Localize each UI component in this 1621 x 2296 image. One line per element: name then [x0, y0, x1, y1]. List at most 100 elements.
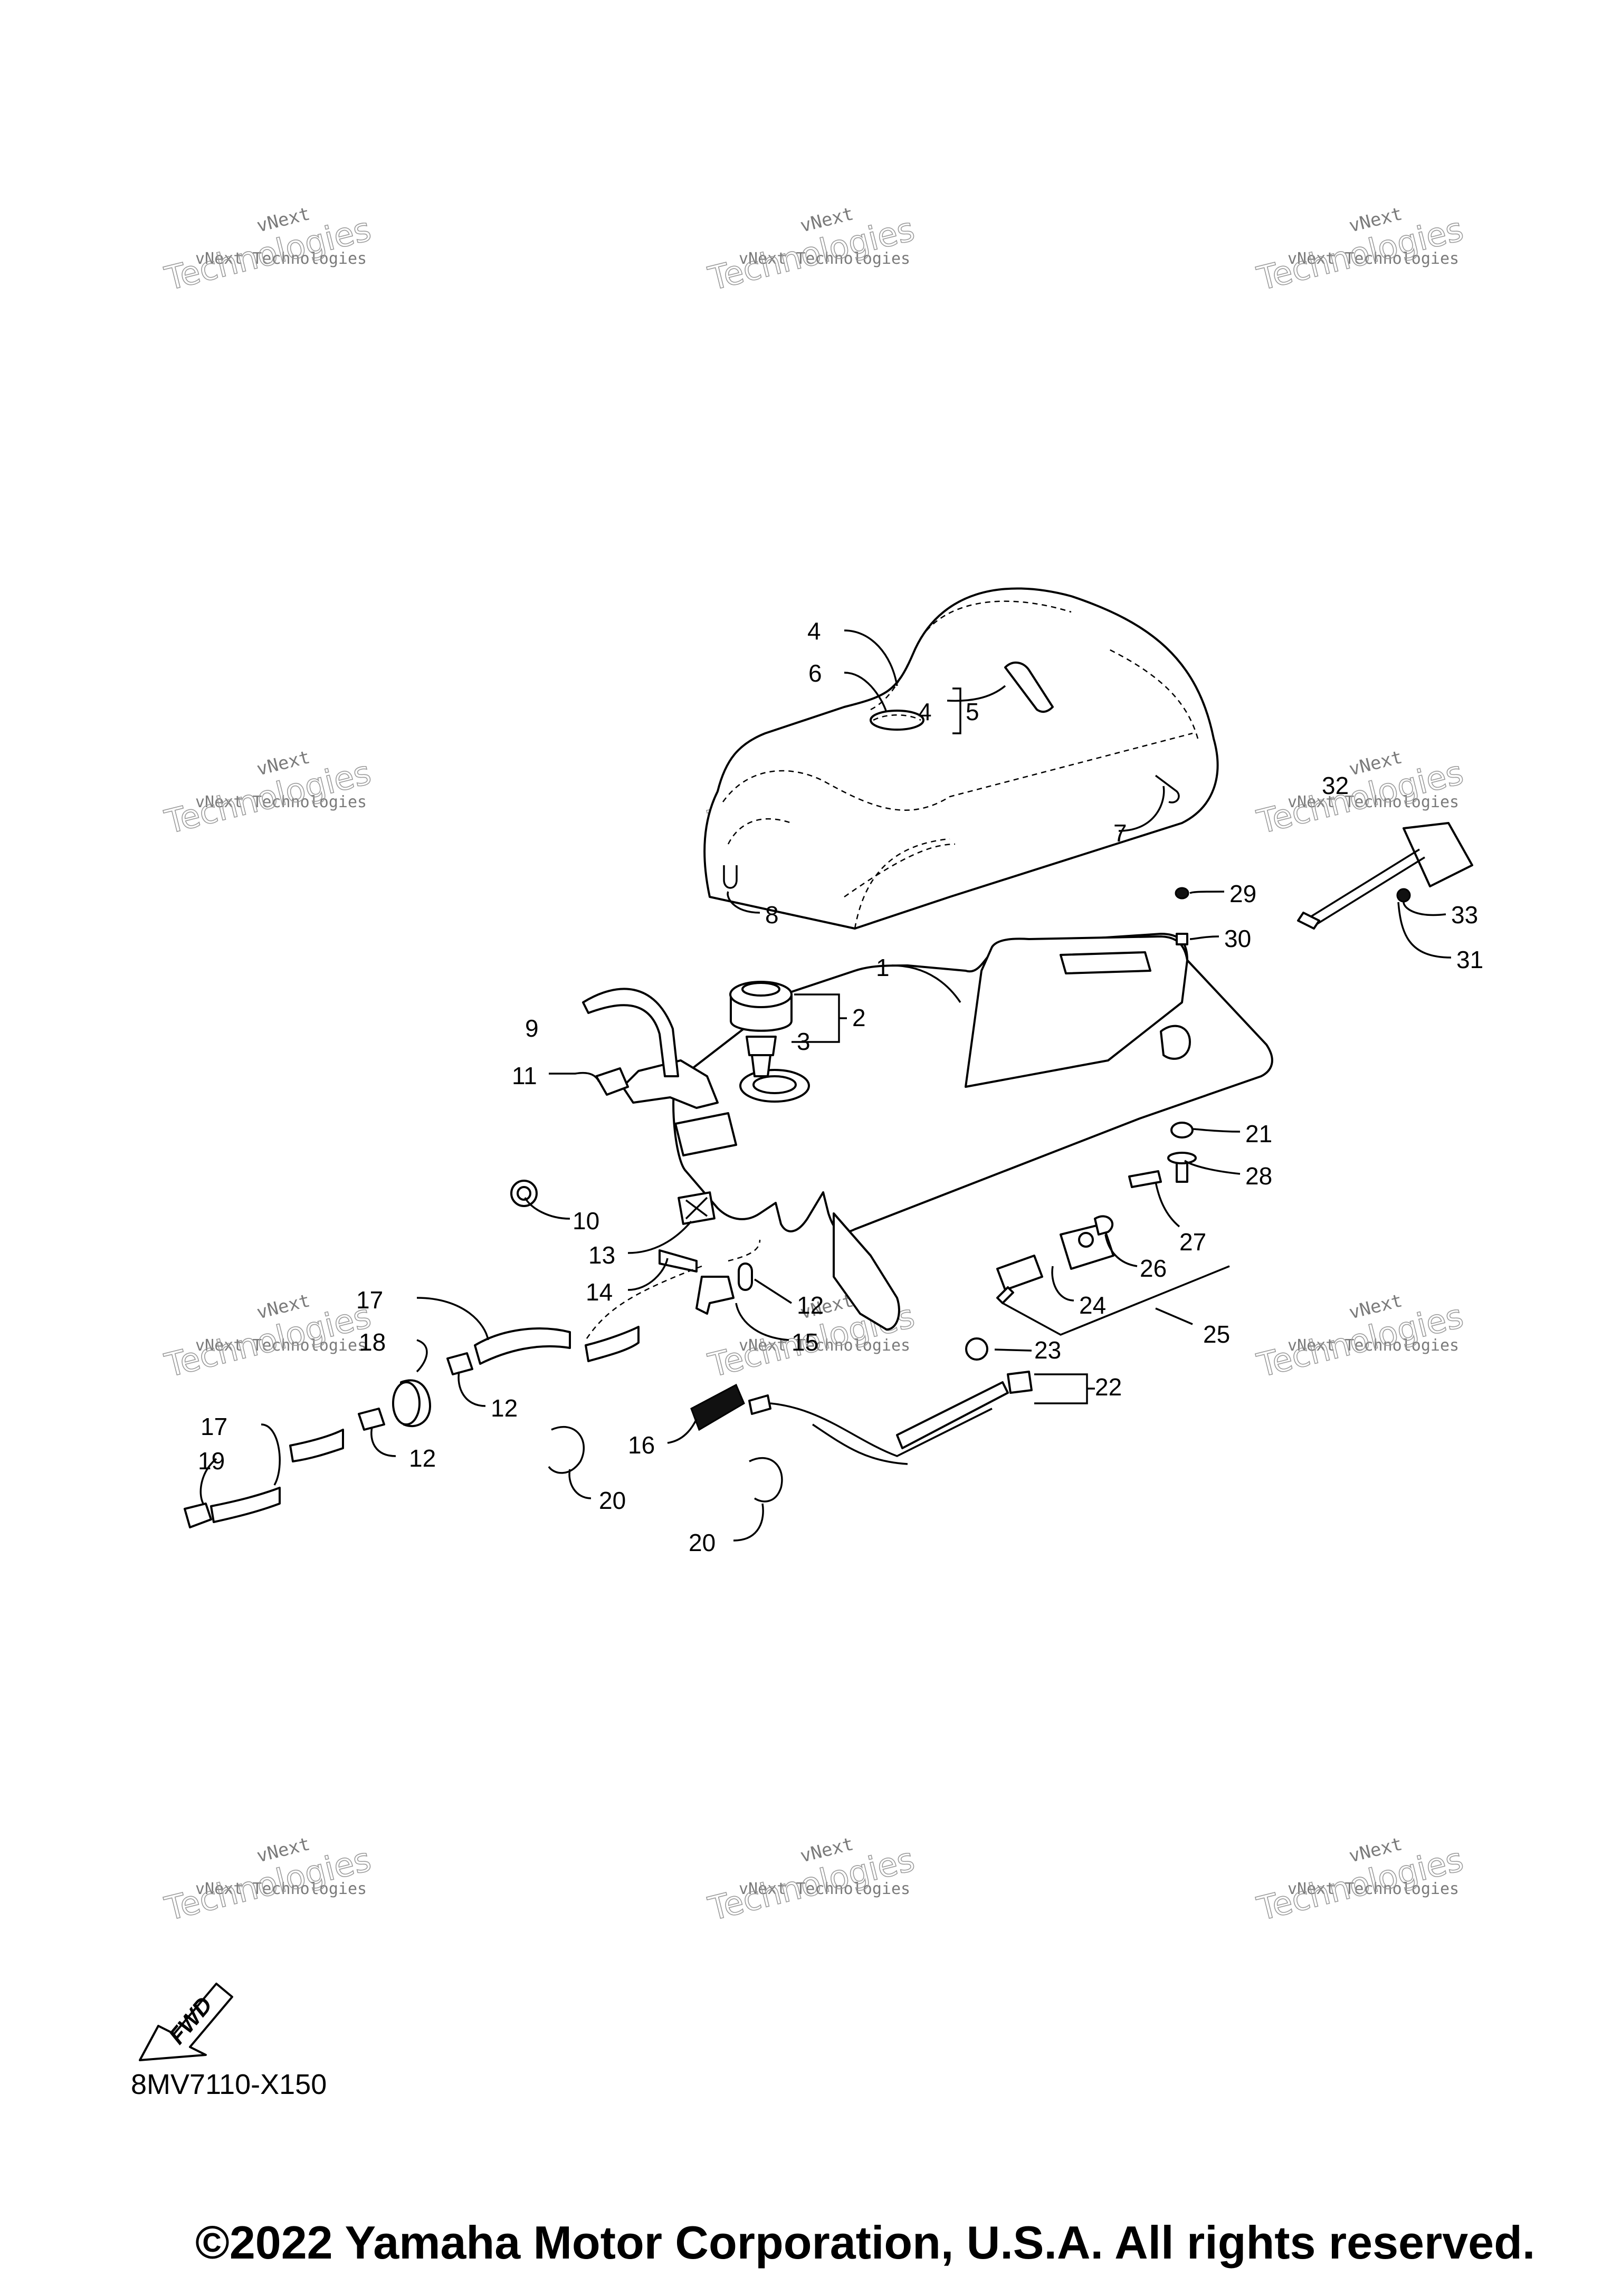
fuel-hose-lower [210, 1487, 281, 1523]
callouts: 4 6 4 5 7 8 1 2 3 9 11 10 13 14 12 15 17… [198, 617, 1483, 1556]
sender-bracket-hole [1078, 1232, 1094, 1248]
callout-23: 23 [1034, 1336, 1061, 1364]
callout-2: 2 [852, 1004, 866, 1031]
callout-30: 30 [1224, 925, 1251, 952]
leader-26 [1104, 1234, 1138, 1267]
callout-28: 28 [1245, 1162, 1272, 1190]
watermark: vNext vNext Technologies Technologies [160, 203, 375, 298]
cable-adjuster [1007, 1371, 1033, 1394]
bracket-4-5 [952, 687, 961, 734]
fuel-tank-label-mark [685, 1197, 708, 1220]
nut-29 [1175, 887, 1189, 900]
callout-29: 29 [1229, 880, 1256, 907]
callout-6: 6 [808, 659, 822, 687]
callout-32: 32 [1322, 772, 1349, 799]
washer-21 [1170, 1122, 1194, 1139]
watermark: vNext vNext Technologies Technologies [1253, 1290, 1467, 1385]
callout-15: 15 [792, 1328, 818, 1356]
nut-33 [1396, 888, 1411, 903]
callout-12: 12 [797, 1292, 824, 1319]
grommet-10-center [517, 1186, 531, 1201]
sender-screw [1094, 1215, 1114, 1236]
callout-12: 12 [491, 1394, 518, 1422]
svg-text:vNext Technologies: vNext Technologies [195, 1336, 367, 1355]
fuel-tank-rear-leg [833, 1212, 900, 1331]
bolt-28-head [1167, 1152, 1197, 1164]
callout-4: 4 [918, 698, 932, 725]
spring-and-clips [548, 1383, 783, 1503]
fuel-cap-tether [751, 1054, 771, 1077]
callout-31: 31 [1456, 946, 1483, 973]
leader-29 [1189, 891, 1225, 894]
callout-14: 14 [586, 1278, 613, 1306]
vent-fitting [595, 1067, 629, 1096]
leader-6 [844, 672, 888, 713]
fuel-cap-gasket [746, 1036, 777, 1056]
callout-17: 17 [356, 1286, 383, 1314]
seat-assembly [703, 587, 1219, 930]
fuel-tank-housing [965, 935, 1188, 1088]
drain-clip [659, 1249, 698, 1273]
callout-22: 22 [1095, 1373, 1122, 1401]
fuel-tank-front [622, 1059, 719, 1109]
svg-text:vNext Technologies: vNext Technologies [1288, 1336, 1459, 1355]
cable-housing [896, 1381, 1009, 1449]
callout-20: 20 [599, 1487, 626, 1514]
callout-9: 9 [525, 1015, 539, 1042]
leader-12-top [754, 1278, 792, 1304]
fuel-tank-assembly [622, 933, 1273, 1331]
callout-19: 19 [198, 1447, 225, 1475]
callout-24: 24 [1079, 1292, 1106, 1319]
callout-16: 16 [628, 1431, 655, 1459]
fuel-hose-segment [585, 1326, 640, 1362]
svg-text:vNext Technologies: vNext Technologies [1288, 793, 1459, 811]
bracket-32 [1403, 822, 1473, 887]
watermark: vNext vNext Technologies Technologies [704, 1833, 919, 1928]
seat-strap [1004, 662, 1054, 713]
cable [812, 1423, 908, 1465]
svg-text:vNext Technologies: vNext Technologies [195, 1880, 367, 1898]
leader-24 [1051, 1266, 1074, 1302]
callout-4: 4 [807, 617, 821, 645]
leader-18 [416, 1339, 428, 1373]
svg-text:vNext Technologies: vNext Technologies [195, 793, 367, 811]
callout-7: 7 [1113, 819, 1127, 847]
fuel-hose [474, 1327, 571, 1365]
leader-31 [1397, 902, 1452, 959]
leader-1 [891, 964, 961, 1003]
callout-11: 11 [512, 1062, 537, 1089]
circlip-20 [548, 1426, 585, 1474]
callout-25: 25 [1203, 1321, 1230, 1348]
leaders [199, 629, 1452, 1542]
routing-guide [585, 1239, 761, 1341]
fuel-cap-knob [741, 982, 780, 997]
seat-emblem-detail [873, 714, 921, 721]
sender-unit [996, 1255, 1043, 1291]
leader-27 [1155, 1181, 1180, 1228]
leader-13 [627, 1220, 692, 1254]
leader-28 [1184, 1160, 1241, 1175]
vent-hose [582, 988, 679, 1077]
svg-text:vNext Technologies: vNext Technologies [739, 250, 910, 268]
svg-text:vNext Technologies: vNext Technologies [1288, 1880, 1459, 1898]
watermark: vNext vNext Technologies Technologies [1253, 1833, 1467, 1928]
sender-assembly [996, 887, 1197, 1304]
rod-assembly [1297, 822, 1473, 930]
leader-15 [735, 1303, 789, 1341]
svg-text:vNext Technologies: vNext Technologies [739, 1336, 910, 1355]
callout-12: 12 [409, 1444, 436, 1472]
callout-8: 8 [765, 901, 779, 929]
watermark: vNext vNext Technologies Technologies [160, 747, 375, 841]
callout-17: 17 [201, 1413, 227, 1440]
fuel-cap-assembly [729, 981, 793, 1077]
callout-13: 13 [588, 1241, 615, 1269]
copyright: ©2022 Yamaha Motor Corporation, U.S.A. A… [195, 2216, 1536, 2269]
fuel-hose-lower [289, 1429, 344, 1462]
callout-5: 5 [966, 698, 979, 725]
fuel-tap [695, 1276, 735, 1315]
bracket-25-stem [1155, 1307, 1193, 1325]
seat [703, 587, 1219, 930]
leader-19 [199, 1458, 217, 1504]
washer-30 [1176, 933, 1188, 945]
